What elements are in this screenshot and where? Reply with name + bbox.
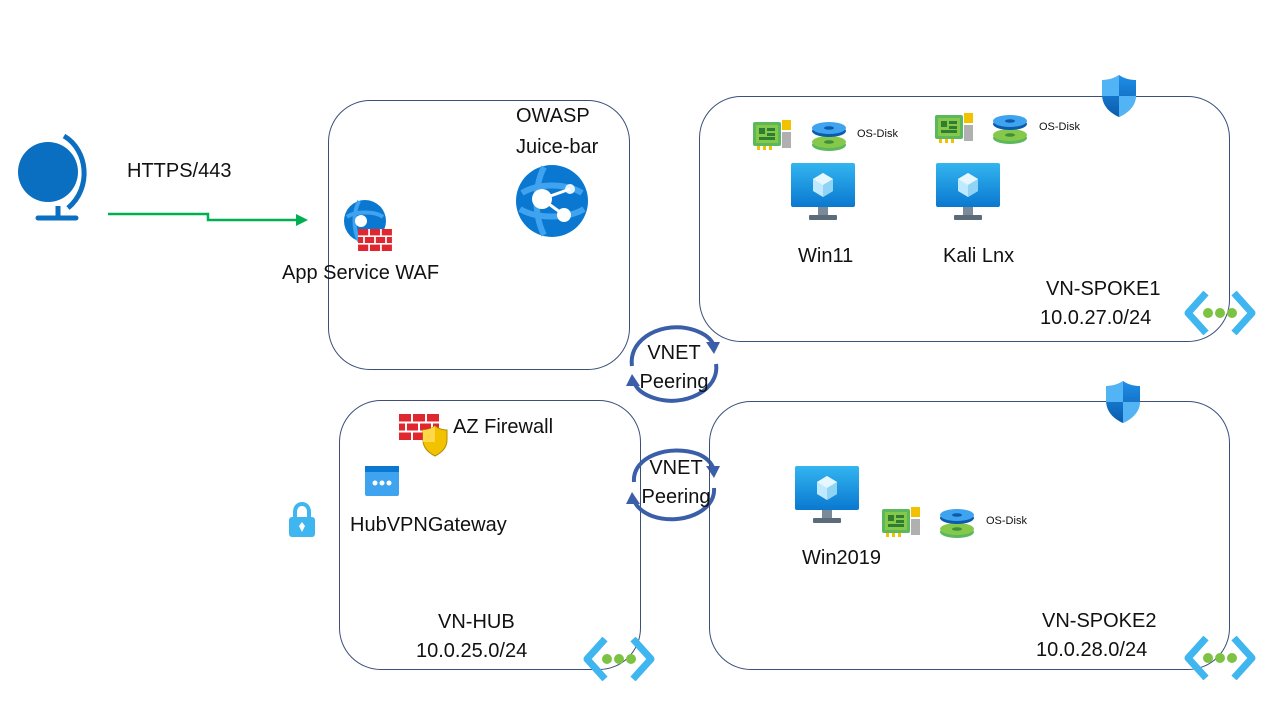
win11-nic-icon bbox=[753, 118, 793, 150]
win2019-vm-icon bbox=[795, 466, 859, 526]
win2019-disk-icon bbox=[939, 507, 975, 539]
vpn-gateway-icon bbox=[365, 466, 399, 496]
kali-label: Kali Lnx bbox=[943, 245, 1015, 267]
hub-name: VN-HUB bbox=[438, 611, 515, 633]
peering-2-line1: VNET bbox=[649, 457, 703, 479]
spoke1-name: VN-SPOKE1 bbox=[1046, 278, 1161, 300]
az-firewall-icon bbox=[399, 414, 448, 457]
win11-disk-icon bbox=[811, 120, 847, 152]
spoke2-cidr: 10.0.28.0/24 bbox=[1036, 639, 1148, 661]
kali-disk-label: OS-Disk bbox=[1039, 121, 1080, 133]
win11-vm-icon bbox=[791, 163, 855, 223]
vn-spoke2-container bbox=[709, 401, 1230, 670]
az-firewall-label: AZ Firewall bbox=[453, 416, 554, 438]
win11-label: Win11 bbox=[798, 245, 854, 267]
vn-spoke1-container bbox=[699, 96, 1230, 342]
spoke1-cidr: 10.0.27.0/24 bbox=[1040, 307, 1152, 329]
win2019-label: Win2019 bbox=[802, 547, 881, 569]
kali-vm-icon bbox=[936, 163, 1000, 223]
win11-disk-label: OS-Disk bbox=[857, 128, 898, 140]
juice-bar-label-line2: Juice-bar bbox=[516, 136, 599, 158]
globe-icon bbox=[18, 133, 87, 221]
spoke1-security-shield-icon bbox=[1101, 74, 1137, 118]
spoke2-security-shield-icon bbox=[1105, 380, 1141, 424]
hub-vnet-icon bbox=[583, 637, 655, 681]
https-connector-arrow bbox=[108, 212, 308, 226]
app-service-waf-label: App Service WAF bbox=[282, 262, 440, 284]
spoke2-name: VN-SPOKE2 bbox=[1042, 610, 1157, 632]
hub-vpn-gateway-label: HubVPNGateway bbox=[350, 514, 507, 536]
app-service-waf-icon bbox=[344, 200, 395, 253]
win2019-nic-icon bbox=[882, 505, 922, 537]
lock-icon bbox=[289, 501, 315, 537]
web-app-icon bbox=[514, 163, 590, 239]
kali-disk-icon bbox=[992, 113, 1028, 145]
win2019-disk-label: OS-Disk bbox=[986, 515, 1027, 527]
spoke1-vnet-icon bbox=[1184, 291, 1256, 335]
kali-nic-icon bbox=[935, 111, 975, 143]
vn-hub-container bbox=[339, 400, 641, 670]
hub-cidr: 10.0.25.0/24 bbox=[416, 640, 528, 662]
spoke2-vnet-icon bbox=[1184, 636, 1256, 680]
peering-1-line1: VNET bbox=[647, 342, 701, 364]
peering-1-line2: Peering bbox=[639, 371, 709, 393]
https-port-label: HTTPS/443 bbox=[127, 160, 232, 182]
vnet-peering-arrow-1 bbox=[626, 325, 720, 403]
app-service-container bbox=[328, 100, 630, 370]
vnet-peering-arrow-2 bbox=[626, 448, 720, 522]
juice-bar-label-line1: OWASP bbox=[516, 105, 590, 127]
peering-2-line2: Peering bbox=[641, 486, 711, 508]
